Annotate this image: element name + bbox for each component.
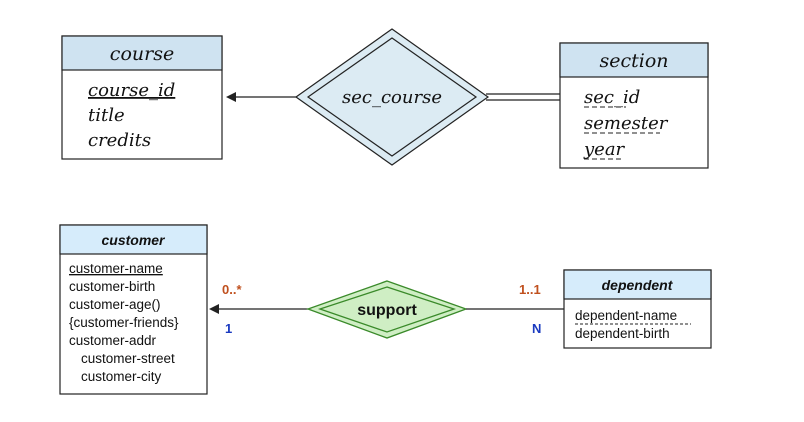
cardinality-dependent-n: N xyxy=(532,321,541,336)
entity-dependent-title: dependent xyxy=(602,277,674,293)
entity-customer-header xyxy=(59,224,208,255)
attr-title: title xyxy=(88,105,125,126)
relationship-support-label: support xyxy=(357,302,417,319)
attr-year: year xyxy=(583,139,626,160)
relationship-sec-course-label: sec_course xyxy=(342,87,442,108)
connector-sec-course-to-course xyxy=(226,92,296,102)
entity-course-header xyxy=(61,35,223,71)
entity-dependent[interactable]: dependent dependent-name dependent-birth xyxy=(563,269,712,349)
attr-customer-city: customer-city xyxy=(81,369,162,384)
diamond-inner xyxy=(317,286,457,333)
attr-dependent-name: dependent-name xyxy=(575,308,677,323)
attr-customer-addr: customer-addr xyxy=(69,333,157,348)
attr-semester: semester xyxy=(584,113,669,134)
attr-credits: credits xyxy=(88,130,151,151)
entity-course[interactable]: course course_id title credits xyxy=(61,35,223,160)
entity-section-header xyxy=(559,42,709,78)
cardinality-customer-min-max: 0..* xyxy=(222,282,242,297)
attr-customer-age: customer-age() xyxy=(69,297,161,312)
entity-section-title: section xyxy=(599,50,668,72)
connector-sec-course-to-section xyxy=(486,93,560,101)
diamond-outer xyxy=(294,28,490,166)
cardinality-customer-one: 1 xyxy=(225,321,232,336)
entity-course-title: course xyxy=(110,43,174,65)
attr-customer-name: customer-name xyxy=(69,261,163,276)
relationship-sec-course[interactable]: sec_course xyxy=(294,28,490,166)
attr-course-id: course_id xyxy=(88,80,175,101)
entity-dependent-header xyxy=(563,269,712,300)
arrow-head-icon xyxy=(226,92,236,102)
relationship-support[interactable]: support xyxy=(306,280,468,339)
diamond-inner xyxy=(306,37,478,157)
entity-customer[interactable]: customer customer-name customer-birth cu… xyxy=(59,224,208,395)
connector-support-to-customer xyxy=(209,304,308,314)
cardinality-dependent-min-max: 1..1 xyxy=(519,282,541,297)
attr-dependent-birth: dependent-birth xyxy=(575,326,670,341)
attr-customer-birth: customer-birth xyxy=(69,279,155,294)
attr-customer-friends: {customer-friends} xyxy=(69,315,179,330)
attr-sec-id: sec_id xyxy=(584,87,640,108)
attr-customer-street: customer-street xyxy=(81,351,175,366)
entity-section[interactable]: section sec_id semester year xyxy=(559,42,709,169)
entity-customer-title: customer xyxy=(101,232,166,248)
arrow-head-icon xyxy=(209,304,219,314)
diamond-outer xyxy=(306,280,468,339)
